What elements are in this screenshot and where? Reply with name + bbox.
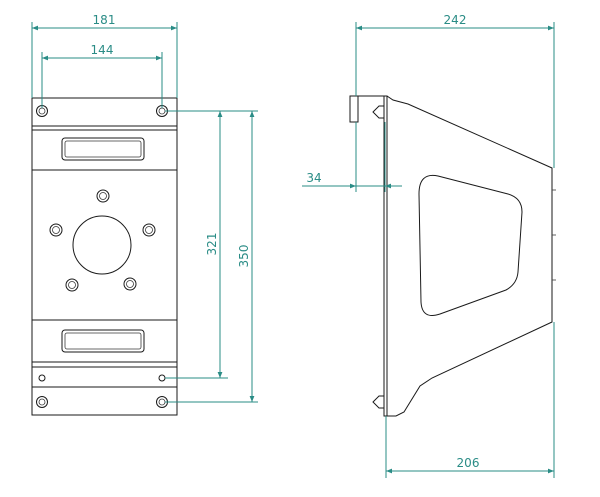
bolt-hole (49, 223, 63, 237)
bolt-hole (142, 223, 156, 237)
dimension-242: 242 (355, 13, 555, 168)
upper-slot (61, 137, 145, 161)
upper-slot-inner (64, 140, 142, 158)
side-view (349, 95, 556, 417)
dimension-label-34: 34 (306, 171, 321, 185)
lower-slot (61, 329, 145, 353)
dimension-label-181: 181 (93, 13, 116, 27)
dimension-label-206: 206 (457, 456, 480, 470)
front-plate-outline (31, 97, 178, 416)
dimension-label-350: 350 (237, 245, 251, 268)
side-bolt-head (372, 105, 385, 119)
corner-screw (36, 396, 48, 408)
dimension-350: 350 (165, 110, 258, 403)
dimension-label-144: 144 (91, 43, 114, 57)
side-top-tab (358, 95, 388, 122)
dimension-144: 144 (41, 43, 163, 108)
dimension-34: 34 (302, 122, 402, 192)
side-bolt-head (372, 395, 385, 409)
dimension-label-321: 321 (205, 233, 219, 256)
small-hole (158, 374, 166, 382)
bolt-hole (96, 189, 110, 203)
center-bore (72, 215, 132, 275)
side-flange (349, 95, 359, 123)
dimension-206: 206 (385, 322, 555, 478)
dimension-label-242: 242 (444, 13, 467, 27)
small-hole (38, 374, 46, 382)
side-arm-outline (386, 95, 553, 417)
lower-slot-inner (64, 332, 142, 350)
bolt-hole (65, 278, 79, 292)
side-window-cutout (418, 174, 523, 316)
dimension-321: 321 (165, 110, 228, 379)
bolt-hole (123, 277, 137, 291)
front-view (31, 97, 178, 416)
dimension-181: 181 (31, 13, 178, 98)
